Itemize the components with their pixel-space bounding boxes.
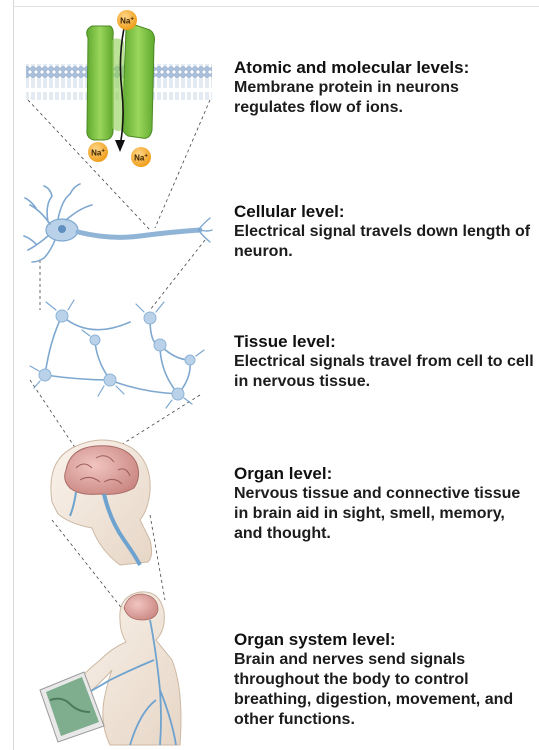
membrane-protein-figure: Na+ Na+ Na+: [26, 10, 212, 167]
brain-organ-figure: [51, 440, 152, 565]
level-title: Atomic and molecular levels:: [234, 58, 534, 78]
level-title: Tissue level:: [234, 332, 534, 352]
sodium-ion-top: Na+: [117, 10, 137, 30]
level-title: Cellular level:: [234, 202, 534, 222]
brain: [65, 446, 139, 495]
level-title: Organ system level:: [234, 630, 534, 650]
level-description: Nervous tissue and connective tissue in …: [234, 484, 534, 544]
level-organ: Organ level: Nervous tissue and connecti…: [234, 464, 534, 544]
level-description: Brain and nerves send signals throughout…: [234, 650, 534, 730]
level-molecular: Atomic and molecular levels: Membrane pr…: [234, 58, 534, 118]
level-description: Electrical signal travels down length of…: [234, 222, 534, 262]
neuron-figure: [24, 184, 212, 262]
level-cellular: Cellular level: Electrical signal travel…: [234, 202, 534, 262]
level-tissue: Tissue level: Electrical signals travel …: [234, 332, 534, 392]
level-description: Electrical signals travel from cell to c…: [234, 352, 534, 392]
sodium-ion-bottom-left: Na+: [88, 142, 108, 162]
level-description: Membrane protein in neurons regulates fl…: [234, 78, 534, 118]
sodium-ion-bottom-right: Na+: [131, 147, 151, 167]
nervous-system-figure: [40, 592, 181, 745]
nervous-tissue-figure: [30, 300, 204, 408]
level-organ-system: Organ system level: Brain and nerves sen…: [234, 630, 534, 730]
level-title: Organ level:: [234, 464, 534, 484]
